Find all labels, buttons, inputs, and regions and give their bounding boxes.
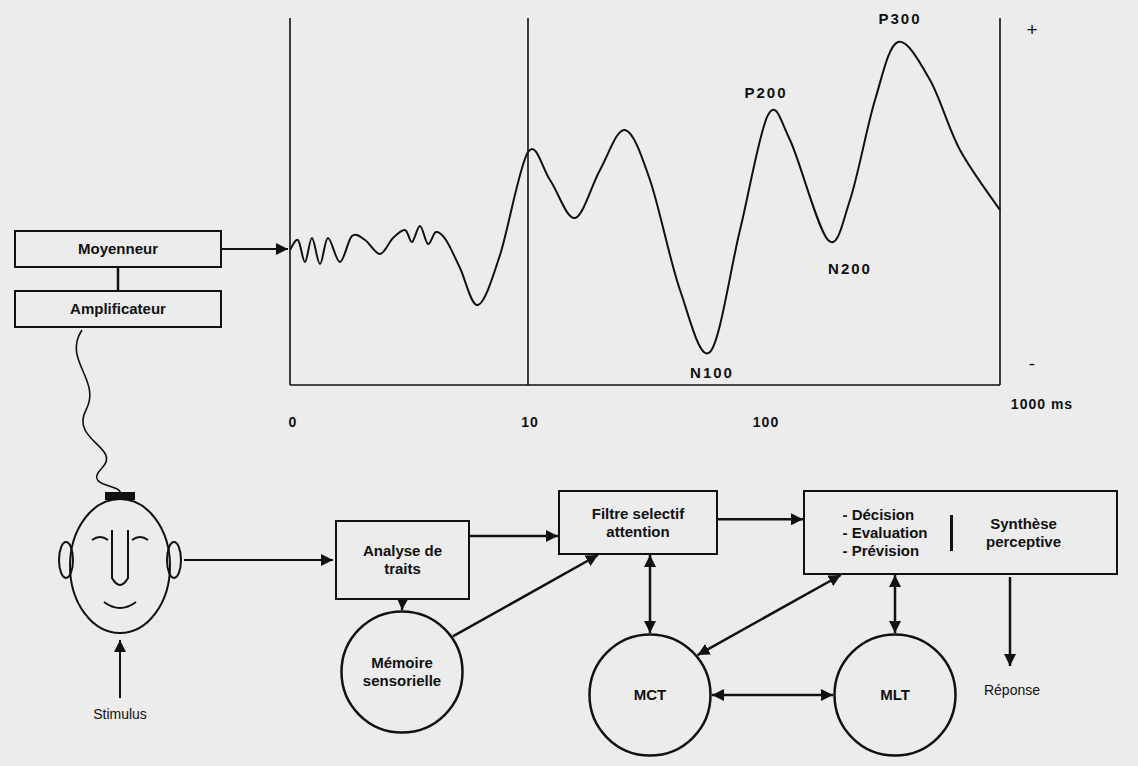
- memory-circle: MLT: [833, 633, 957, 757]
- connector: [649, 555, 652, 633]
- connector: [712, 694, 833, 697]
- axis-line: [527, 18, 529, 385]
- tick-label: 10: [521, 414, 539, 430]
- ear: [59, 542, 73, 578]
- io-label: Stimulus: [93, 706, 147, 722]
- process-box: Filtre selectif attention: [558, 490, 718, 555]
- mouth: [104, 602, 136, 608]
- tick-label: 0: [289, 414, 298, 430]
- tick-label: 1000 ms: [1011, 396, 1073, 412]
- axis-line: [289, 18, 291, 385]
- connector: [117, 268, 120, 290]
- connector: [453, 555, 598, 636]
- electrode-wire: [76, 330, 120, 494]
- box-label: Filtre selectif attention: [568, 505, 708, 541]
- peak-label: N200: [828, 260, 872, 277]
- box-label: - Prévision: [842, 542, 927, 560]
- connector: [894, 575, 897, 633]
- signal-arrow: [222, 248, 288, 250]
- synthesis-column: Synthèse perceptive: [950, 515, 1079, 551]
- peak-label: P200: [744, 84, 787, 101]
- io-label: Réponse: [984, 682, 1040, 698]
- box-label: - Décision: [842, 506, 927, 524]
- axis-line: [290, 384, 1000, 386]
- nose: [112, 530, 128, 585]
- box-label: Moyenneur: [78, 240, 158, 258]
- polarity-sign: +: [1026, 19, 1037, 41]
- face-outline: [70, 499, 170, 633]
- connector: [401, 600, 404, 610]
- process-box: - Décision- Evaluation- Prévision Synthès…: [803, 490, 1118, 575]
- ear: [167, 542, 181, 578]
- process-box: Moyenneur: [14, 230, 222, 268]
- box-label: - Evaluation: [842, 524, 927, 542]
- connector: [698, 575, 841, 655]
- axis-line: [999, 18, 1001, 385]
- memory-circle: MCT: [588, 633, 712, 757]
- box-label: Analyse de traits: [345, 542, 460, 578]
- head-drawing: [59, 493, 181, 633]
- tick-label: 100: [753, 414, 779, 430]
- list-column: - Décision- Evaluation- Prévision: [842, 506, 927, 560]
- process-box: Analyse de traits: [335, 520, 470, 600]
- box-label: Synthèse perceptive: [969, 515, 1079, 551]
- polarity-sign: -: [1029, 353, 1035, 375]
- peak-label: P300: [878, 10, 921, 27]
- box-label: Mémoire sensorielle: [346, 654, 458, 690]
- box-label: MLT: [880, 686, 910, 704]
- peak-label: N100: [690, 364, 734, 381]
- chart-axes: [290, 18, 1000, 385]
- stimulus-arrow: [119, 640, 121, 698]
- eye: [92, 537, 108, 540]
- memory-circle: Mémoire sensorielle: [340, 610, 464, 734]
- eye: [132, 537, 148, 540]
- box-label: Amplificateur: [70, 300, 166, 318]
- response-arrow: [1009, 577, 1012, 666]
- box-label: MCT: [634, 686, 667, 704]
- erp-waveform: [290, 42, 1000, 354]
- process-box: Amplificateur: [14, 290, 222, 328]
- signal-arrow: [184, 559, 333, 561]
- connector: [470, 535, 558, 538]
- connector: [718, 518, 803, 521]
